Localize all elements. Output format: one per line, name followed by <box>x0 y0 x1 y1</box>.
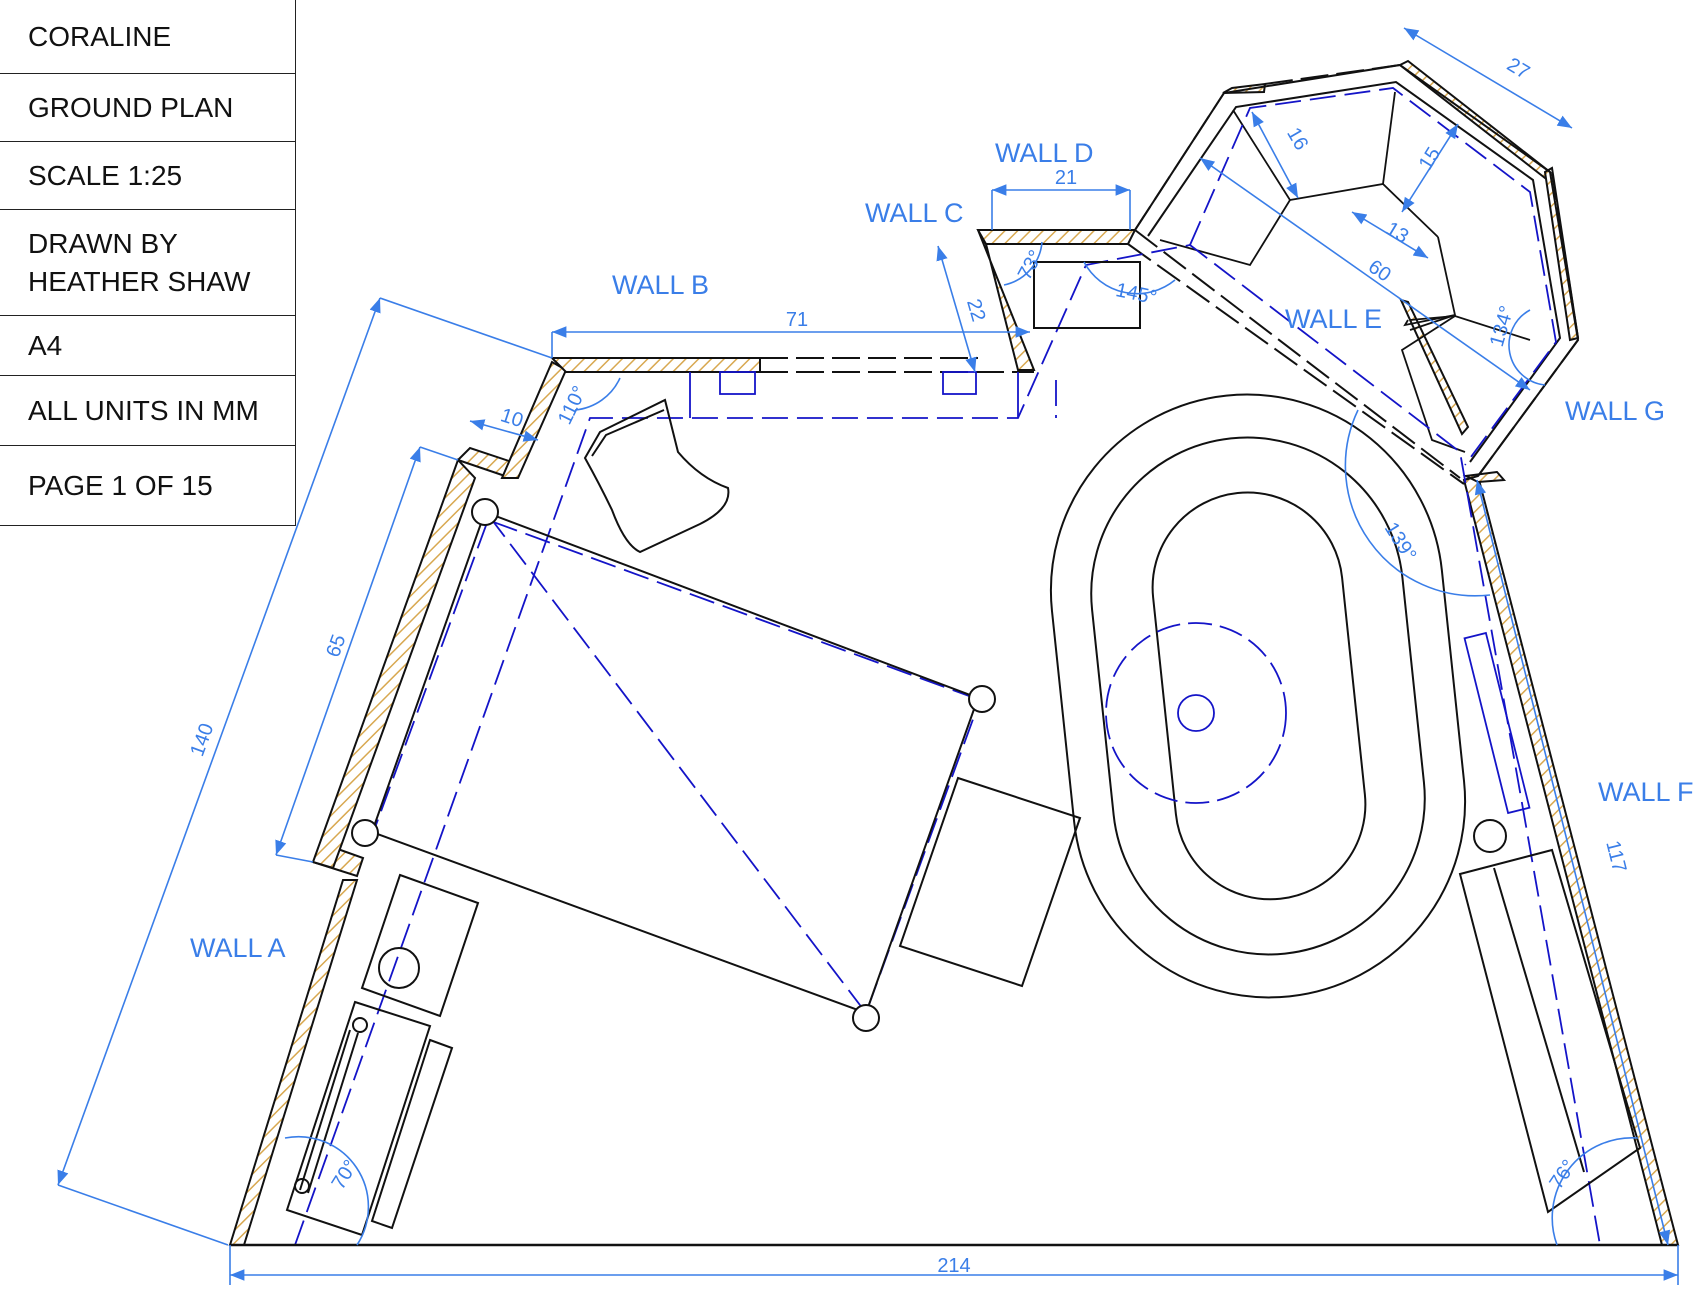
angle-c-d: 73° <box>1014 247 1048 284</box>
angle-e-f: 139° <box>1380 518 1421 565</box>
drawn-by: DRAWN BY HEATHER SHAW <box>0 209 295 315</box>
centerlines <box>294 87 1601 1246</box>
bedside-table <box>898 776 1082 988</box>
wall-b <box>549 357 761 373</box>
dim-wall-a-offset: 10 <box>498 404 526 432</box>
dim-bay-depth-2: 15 <box>1415 144 1445 175</box>
dim-wall-a: 140 <box>186 721 218 760</box>
wall-labels: WALL A WALL B WALL C WALL D WALL E WALL … <box>190 138 1694 963</box>
dimension-lines <box>57 27 1679 1285</box>
dim-bay-width: 27 <box>1503 54 1533 84</box>
dim-wall-e: 60 <box>1364 256 1395 287</box>
dim-wall-f: 117 <box>1601 838 1630 874</box>
wall-e-label: WALL E <box>1285 304 1382 334</box>
dim-base: 214 <box>937 1255 970 1277</box>
wall-d-label: WALL D <box>995 138 1094 168</box>
project-name: CORALINE <box>28 20 172 52</box>
angle-arcs <box>284 241 1639 1246</box>
dim-wall-b: 71 <box>786 309 808 331</box>
low-cabinet <box>1033 261 1141 329</box>
pendant-light <box>1105 622 1287 804</box>
dim-wall-d: 21 <box>1055 167 1077 189</box>
rug <box>1049 393 1467 999</box>
sheet-title: GROUND PLAN <box>0 73 295 141</box>
dim-bay-depth-1: 16 <box>1282 124 1312 154</box>
wall-d <box>976 229 1137 245</box>
dim-bay-seat: 13 <box>1382 218 1412 248</box>
wall-f-label: WALL F <box>1598 777 1694 807</box>
walls <box>228 59 1680 1246</box>
wall-b-label: WALL B <box>612 270 709 300</box>
wall-c-label: WALL C <box>865 198 964 228</box>
bed <box>370 510 980 1015</box>
scale-note: SCALE 1:25 <box>0 141 295 209</box>
angle-d-e: 145° <box>1114 279 1159 309</box>
bay-window-frame <box>1134 63 1580 481</box>
wall-a-label: WALL A <box>190 933 286 963</box>
angle-a-b: 110° <box>554 383 591 428</box>
angle-g: 134° <box>1486 303 1519 349</box>
bed-posts <box>351 498 1507 1032</box>
chair <box>583 398 730 554</box>
angle-base-left: 70° <box>328 1156 363 1193</box>
dim-wall-c: 22 <box>962 297 989 324</box>
wall-g-label: WALL G <box>1565 396 1665 426</box>
